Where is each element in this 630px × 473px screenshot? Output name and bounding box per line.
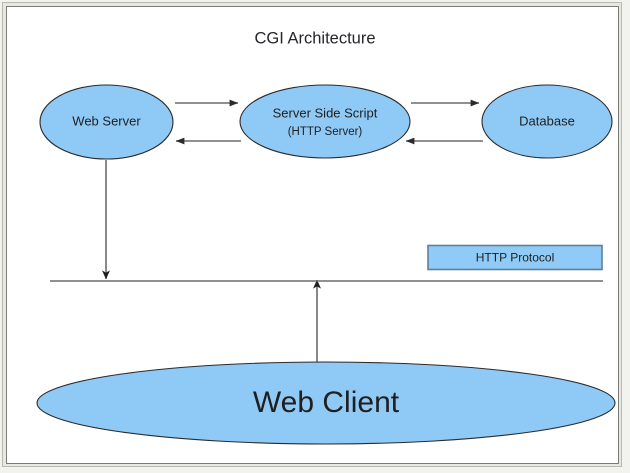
http-protocol-box bbox=[427, 244, 603, 271]
node-web-client[interactable]: Web Client bbox=[36, 361, 616, 445]
node-database[interactable]: Database bbox=[481, 84, 613, 159]
diagram-title: CGI Architecture bbox=[254, 29, 375, 47]
http-protocol-label: HTTP Protocol bbox=[476, 251, 554, 265]
node-server-side-script[interactable]: Server Side Script (HTTP Server) bbox=[239, 84, 411, 159]
web-client-label: Web Client bbox=[253, 386, 400, 419]
web-server-label: Web Server bbox=[72, 113, 141, 128]
database-label: Database bbox=[519, 113, 575, 128]
web-client-ellipse bbox=[36, 361, 616, 445]
server-side-script-ellipse bbox=[239, 84, 411, 159]
server-side-script-label: Server Side Script bbox=[273, 105, 378, 120]
database-ellipse bbox=[481, 84, 613, 159]
http-protocol-legend[interactable]: HTTP Protocol bbox=[427, 244, 603, 271]
server-side-script-sublabel: (HTTP Server) bbox=[288, 126, 363, 138]
web-server-ellipse bbox=[39, 84, 174, 160]
node-web-server[interactable]: Web Server bbox=[39, 84, 174, 160]
